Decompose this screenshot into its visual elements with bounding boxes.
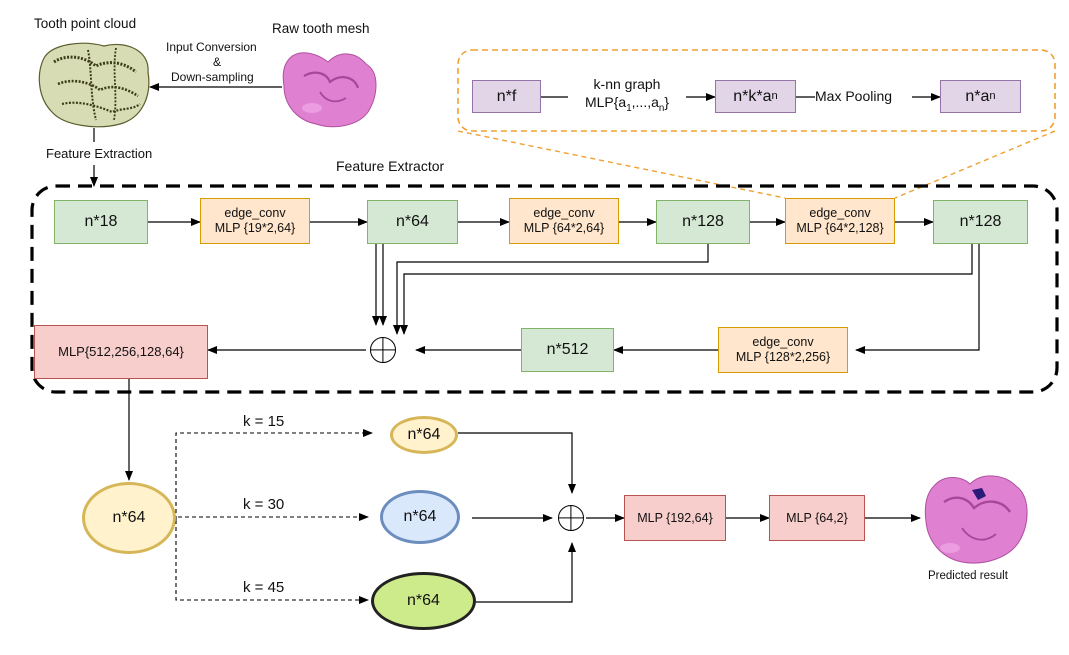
n64-main-ellipse: n*64 [82,482,176,554]
edge-conv-4-box: edge_conv MLP {128*2,256} [718,327,848,373]
predicted-result-image [924,475,1028,564]
raw-tooth-mesh-label: Raw tooth mesh [272,21,370,36]
predicted-result-label: Predicted result [928,570,1008,582]
mlp-mid: ,...,a [631,93,659,110]
edge-conv-2-title: edge_conv [533,206,595,220]
knn-mlp-label: k-nn graph MLP{a1,...,an} [568,76,686,115]
k30-label: k = 30 [243,496,285,513]
callout-line-left [457,130,786,199]
callout-line-right [894,130,1056,199]
edge-conv-1-title: edge_conv [224,206,286,220]
concat-oplus-1 [370,337,396,363]
n64-k45-ellipse: n*64 [371,572,476,630]
tooth-point-cloud-label: Tooth point cloud [34,16,137,31]
mlp-sub-1: 1 [626,102,632,114]
feature-extractor-title: Feature Extractor [336,158,445,174]
edge-conv-3-box: edge_conv MLP {64*2,128} [785,198,895,244]
edge-conv-2-box: edge_conv MLP {64*2,64} [509,198,619,244]
mlp-64-2-box: MLP {64,2} [769,495,865,541]
edge-conv-3-mlp: MLP {64*2,128} [796,221,884,235]
knn-graph-text: k-nn graph [593,76,661,92]
n512-box: n*512 [521,328,614,372]
na-text: n*a [965,87,990,105]
k45-label: k = 45 [243,579,285,596]
arrow-k15-to-oplus [458,432,576,494]
n128b-box: n*128 [933,200,1028,244]
n64-box: n*64 [367,200,458,244]
arrow-k45-to-oplus [476,542,576,603]
skip-n128a [393,244,709,335]
mlp-suffix: } [664,93,670,110]
n128a-box: n*128 [656,200,750,244]
nka-sub: n [771,89,778,102]
arrow-n128b-to-edge4 [855,244,980,354]
max-pooling-label: Max Pooling [815,88,893,104]
input-conversion-label: Input Conversion [166,40,257,54]
n64-k30-ellipse: n*64 [380,490,460,544]
edge-conv-3-title: edge_conv [809,206,871,220]
tooth-point-cloud-image [38,42,150,128]
feature-extractor-frame [30,184,1059,394]
raw-tooth-mesh-image [282,52,377,128]
n18-box: n*18 [54,200,148,244]
down-sampling-label: Down-sampling [171,70,254,84]
edge-conv-4-title: edge_conv [752,335,814,349]
feature-extraction-label: Feature Extraction [46,146,153,161]
nka-text: n*k*a [733,87,772,105]
detail-callout-frame [457,49,1056,132]
edge-conv-4-mlp: MLP {128*2,256} [735,350,831,364]
nf-box: n*f [472,80,541,113]
branch-k15 [175,429,373,520]
edge-conv-2-mlp: MLP {64*2,64} [523,221,605,235]
mlp-a-text: MLP{a1,...,an} [568,94,686,115]
edge-conv-1-mlp: MLP {19*2,64} [214,221,296,235]
mlp-prefix: MLP{a [584,93,627,110]
concat-oplus-2 [558,505,584,531]
na-sub: n [989,89,996,102]
ampersand-label: & [213,55,222,69]
k15-label: k = 15 [243,413,285,430]
mlp-192-box: MLP {192,64} [624,495,726,541]
mlp-512-box: MLP{512,256,128,64} [34,325,208,379]
edge-conv-1-box: edge_conv MLP {19*2,64} [200,198,310,244]
n64-k15-ellipse: n*64 [390,416,458,454]
branch-k45 [175,520,369,604]
mlp-sub-n: n [658,102,665,114]
skip-n128b [400,244,973,335]
